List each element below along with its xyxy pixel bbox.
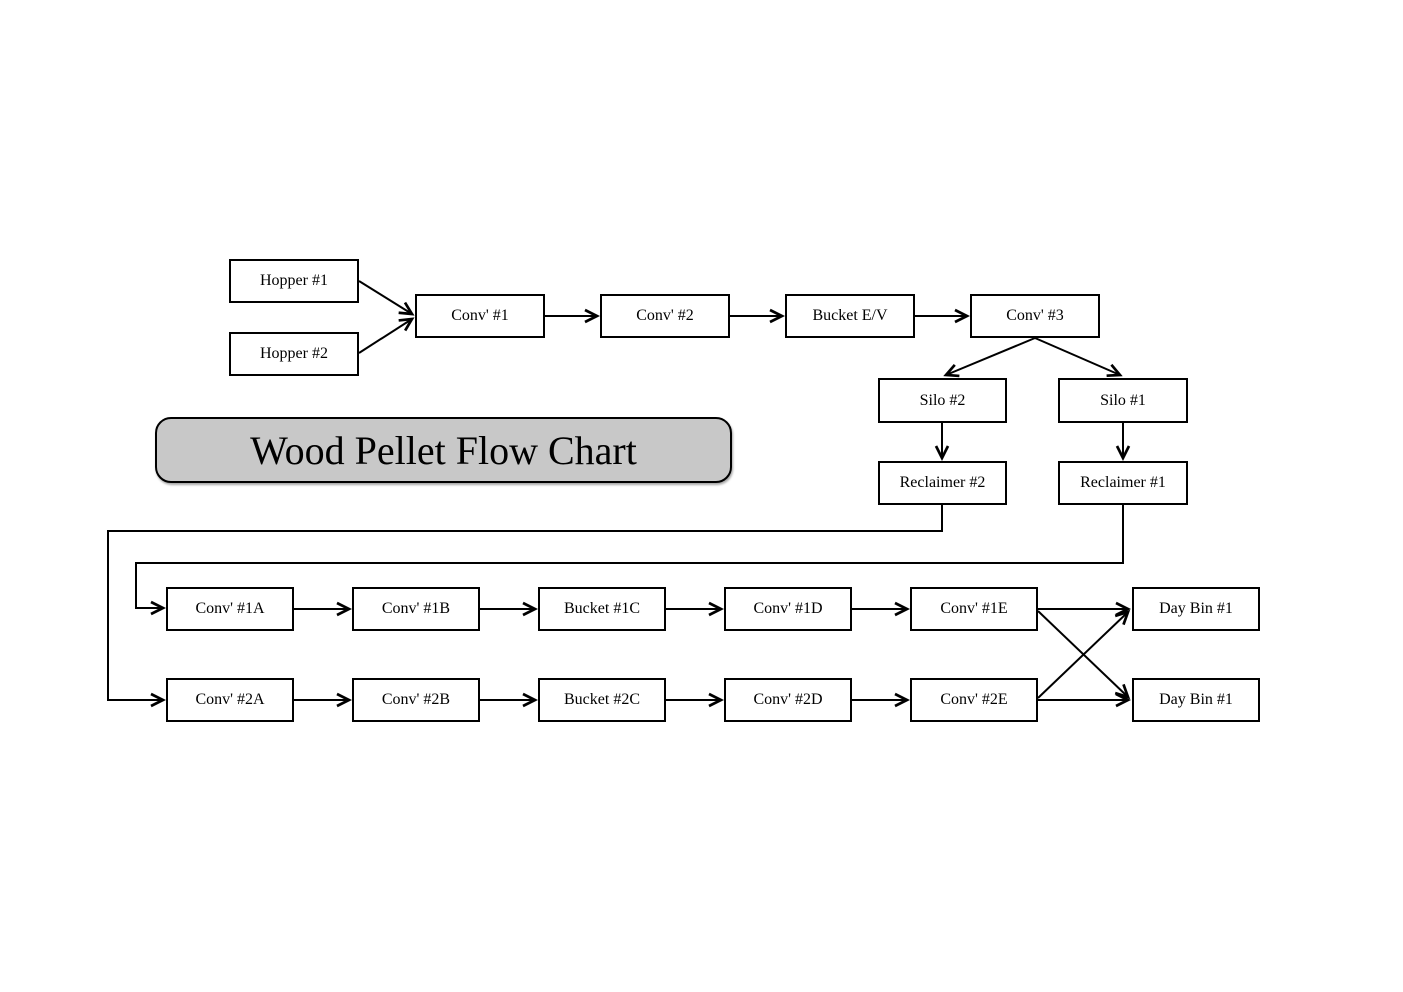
- node-conv-2: Conv' #2: [600, 294, 730, 338]
- node-bucket-1c: Bucket #1C: [538, 587, 666, 631]
- node-conv-1a: Conv' #1A: [166, 587, 294, 631]
- node-bucket-2c: Bucket #2C: [538, 678, 666, 722]
- node-hopper-2: Hopper #2: [229, 332, 359, 376]
- node-conv-1e: Conv' #1E: [910, 587, 1038, 631]
- node-day-bin-line2: Day Bin #1: [1132, 678, 1260, 722]
- node-conv-2a: Conv' #2A: [166, 678, 294, 722]
- node-day-bin-line1: Day Bin #1: [1132, 587, 1260, 631]
- edge-reclaimer2-conv2a: [107, 505, 943, 708]
- edge-hopper1-conv1: [358, 280, 415, 316]
- node-reclaimer-2: Reclaimer #2: [878, 461, 1007, 505]
- node-hopper-1: Hopper #1: [229, 259, 359, 303]
- node-bucket-ev: Bucket E/V: [785, 294, 915, 338]
- edge-conv3-silo1: [1034, 337, 1123, 378]
- node-conv-1: Conv' #1: [415, 294, 545, 338]
- node-silo-2: Silo #2: [878, 378, 1007, 423]
- edge-conv3-silo2: [943, 337, 1036, 378]
- node-conv-1d: Conv' #1D: [724, 587, 852, 631]
- node-conv-2d: Conv' #2D: [724, 678, 852, 722]
- node-conv-3: Conv' #3: [970, 294, 1100, 338]
- node-reclaimer-1: Reclaimer #1: [1058, 461, 1188, 505]
- edge-hopper2-conv1: [358, 317, 415, 354]
- diagram-title: Wood Pellet Flow Chart: [155, 417, 732, 483]
- node-conv-2b: Conv' #2B: [352, 678, 480, 722]
- node-conv-2e: Conv' #2E: [910, 678, 1038, 722]
- edge-reclaimer1-conv1a: [135, 505, 1124, 616]
- edge-conv2e-daybin-line1: [1037, 609, 1131, 699]
- node-silo-1: Silo #1: [1058, 378, 1188, 423]
- node-conv-1b: Conv' #1B: [352, 587, 480, 631]
